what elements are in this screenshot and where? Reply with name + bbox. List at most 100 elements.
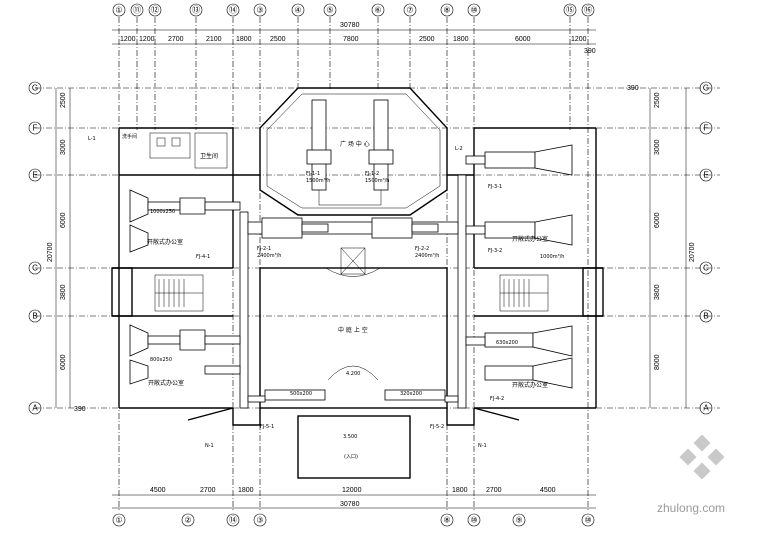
axis-label-bottom: ⑭ — [229, 516, 237, 525]
office-lr-label: 开敞式办公室 — [512, 381, 548, 389]
equipment-labels: FJ-1-1 FJ-1-2 FJ-2-1 FJ-2-2 FJ-3-1 FJ-3-… — [88, 136, 564, 449]
fcu-tag: FJ-2-2 — [415, 246, 429, 252]
office-ll-label: 开敞式办公室 — [148, 379, 184, 387]
dim-row: 3000 — [60, 139, 67, 155]
dim-total: 20700 — [689, 242, 696, 262]
left-dimensions: 2500 3000 6000 3800 6000 20700 390 — [47, 88, 86, 413]
row-label: E — [32, 171, 37, 180]
axis-bubble — [226, 3, 240, 17]
axis-label-top: ⑦ — [406, 6, 413, 15]
row-label: B — [32, 312, 37, 321]
fcu-tag: FJ-2-1 — [257, 246, 271, 252]
dim-seg: 1800 — [236, 36, 252, 43]
office-ur-label: 开敞式办公室 — [512, 235, 548, 243]
dim-row: 6000 — [654, 212, 661, 228]
fcu-tag: FJ-4-1 — [196, 254, 210, 260]
dim-row: 2500 — [60, 92, 67, 108]
dim-total: 20700 — [47, 242, 54, 262]
axis-label-top: ⑧ — [443, 6, 450, 15]
dim-seg: 1200 — [571, 36, 587, 43]
axis-label-bottom: ② — [184, 516, 191, 525]
air-volume: 2400m³/h — [257, 253, 281, 259]
dim-row: 2500 — [654, 92, 661, 108]
dim-row: 3000 — [654, 139, 661, 155]
row-label: E — [703, 171, 708, 180]
row-label: F — [704, 124, 709, 133]
dim-small: 390 — [74, 406, 86, 413]
axis-label-top: ③ — [256, 6, 263, 15]
axis-label-top: ④ — [294, 6, 301, 15]
fcu-tag: FJ-1-2 — [365, 171, 379, 177]
dim-seg: 7800 — [343, 36, 359, 43]
axis-bubble — [112, 3, 126, 17]
axis-label-bottom: ① — [115, 516, 122, 525]
axis-label-top: ⑯ — [584, 6, 592, 15]
dim-seg: 1200 — [120, 36, 136, 43]
axis-label-bottom: ③ — [256, 516, 263, 525]
axis-bubble — [467, 3, 481, 17]
axis-bubble — [440, 3, 454, 17]
top-axis-bubbles: ① ⑪ ⑫ ⑬ ⑭ ③ ④ ⑤ ⑥ ⑦ ⑧ ⑩ ⑮ ⑯ — [112, 3, 595, 17]
building-walls — [111, 87, 604, 479]
dim-seg: 4500 — [150, 487, 166, 494]
row-label: B — [703, 312, 708, 321]
axis-bubble — [581, 3, 595, 17]
pipe-tag: L-1 — [88, 136, 96, 142]
right-dimensions: 2500 3000 6000 3800 8000 20700 390 — [627, 85, 696, 408]
fcu-tag: FJ-5-1 — [260, 424, 274, 430]
axis-bubble — [253, 3, 267, 17]
pipe-tag: N-1 — [478, 443, 487, 449]
fcu-tag: FJ-3-2 — [488, 248, 502, 254]
duct-size: 800x250 — [150, 357, 172, 363]
row-label: G — [703, 84, 709, 93]
axis-label-top: ⑫ — [151, 6, 159, 15]
row-label: A — [703, 404, 709, 413]
wc-label: 卫生间 — [200, 152, 218, 160]
entrance-level: 3.500 — [343, 434, 357, 440]
fcu-tag: FJ-5-2 — [430, 424, 444, 430]
air-volume: 1000m³/h — [540, 254, 564, 260]
office-ul-label: 开敞式办公室 — [147, 238, 183, 246]
dim-small: 390 — [627, 85, 639, 92]
axis-bubble — [403, 3, 417, 17]
axis-bubble — [130, 3, 144, 17]
dim-seg: 2500 — [419, 36, 435, 43]
axis-bubble — [148, 3, 162, 17]
fcu-tag: FJ-3-1 — [488, 184, 502, 190]
duct-size: 320x200 — [400, 391, 422, 397]
left-staircase — [154, 274, 204, 312]
axis-label-bottom: ⑨ — [515, 516, 522, 525]
axis-label-top: ⑤ — [326, 6, 333, 15]
ductwork — [129, 99, 573, 409]
fcu-tag: FJ-4-2 — [490, 396, 504, 402]
dim-seg: 2500 — [270, 36, 286, 43]
level-arc — [327, 365, 379, 381]
wc-area: 卫生间 洗手间 — [122, 132, 228, 169]
axis-label-bottom: ⑧ — [443, 516, 450, 525]
axis-label-bottom: ⑩ — [584, 516, 591, 525]
right-row-bubbles: G F E C B A — [699, 81, 713, 415]
axis-label-top: ① — [115, 6, 122, 15]
dim-seg: 6000 — [515, 36, 531, 43]
bottom-dimensions: 4500 2700 1800 12000 1800 2700 4500 3078… — [112, 487, 596, 509]
dim-seg: 1200 — [139, 36, 155, 43]
axis-label-top: ⑭ — [229, 6, 237, 15]
axis-label-top: ⑮ — [566, 6, 574, 15]
row-label: C — [32, 264, 38, 273]
top-total-dim: 30780 — [340, 22, 360, 29]
dim-seg: 12000 — [342, 487, 362, 494]
dim-seg: 2700 — [200, 487, 216, 494]
room-labels: 中 庭 上 空 广 场 中 心 4.200 3.500 (入口) 开敞式办公室 … — [147, 140, 548, 460]
row-label: C — [703, 264, 709, 273]
dim-seg: 2700 — [168, 36, 184, 43]
air-volume: 1500m³/h — [306, 178, 330, 184]
dim-small: 390 — [584, 48, 596, 55]
axis-bubble — [371, 3, 385, 17]
row-label: F — [33, 124, 38, 133]
pipe-tag: L-2 — [455, 146, 463, 152]
left-row-bubbles: G F E C B A — [28, 81, 42, 415]
level-label: 4.200 — [346, 371, 360, 377]
pipe-tag: N-1 — [205, 443, 214, 449]
bottom-total-dim: 30780 — [340, 501, 360, 508]
